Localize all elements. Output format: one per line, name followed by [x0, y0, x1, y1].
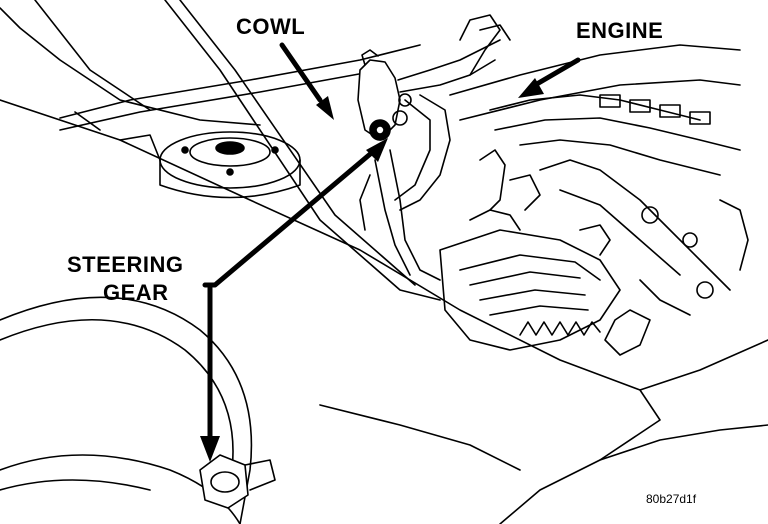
- figure-code: 80b27d1f: [646, 492, 697, 506]
- engine-arrowhead: [518, 78, 544, 98]
- strut-tower: [119, 131, 301, 199]
- air-cleaner-box: [439, 149, 621, 351]
- steering-gear-end: [199, 454, 276, 509]
- steering-label-line1: STEERING: [67, 252, 184, 277]
- engine-block: [449, 44, 749, 356]
- cowl-arrow-line: [279, 42, 323, 103]
- steering-label-line2: GEAR: [103, 280, 169, 305]
- cowl-label: COWL: [236, 14, 306, 39]
- cowl-panel: [59, 44, 421, 131]
- leader-arrows: [200, 42, 581, 462]
- cowl-arrowhead: [316, 96, 334, 120]
- fender-panel: [0, 99, 768, 524]
- steering-upper-arrowhead: [366, 138, 388, 162]
- steering-lower-arrowhead: [200, 436, 220, 462]
- steering-gear-assembly: [357, 14, 511, 281]
- engine-label: ENGINE: [576, 18, 664, 43]
- steering-arrow-line: [202, 147, 378, 288]
